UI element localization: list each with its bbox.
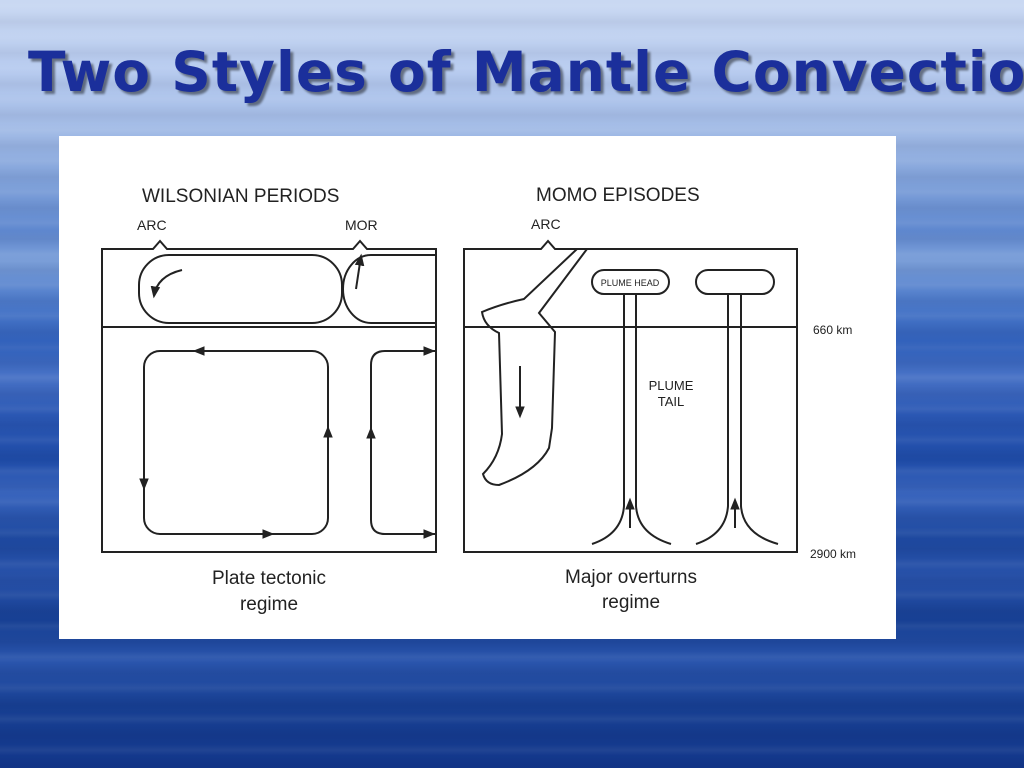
upper-cell-arrow — [150, 269, 183, 299]
depth-2900-label: 2900 km — [810, 547, 856, 561]
right-arc-label: ARC — [531, 216, 561, 232]
slide-title: Two Styles of Mantle Convection — [28, 40, 1024, 104]
convection-figure: WILSONIAN PERIODS ARC MOR Plate tectonic… — [59, 136, 896, 639]
mor-upwelling-arrow — [354, 253, 365, 290]
lower-convection-cell — [143, 350, 329, 535]
mor-label: MOR — [345, 217, 378, 233]
lower-partial-cell — [370, 350, 436, 535]
wilsonian-heading: WILSONIAN PERIODS — [142, 186, 339, 207]
upper-convection-cell — [138, 254, 343, 324]
plume-head-2 — [695, 269, 775, 295]
convection-diagram: WILSONIAN PERIODS ARC MOR Plate tectonic… — [101, 185, 856, 615]
plume-tail-2 — [695, 294, 779, 545]
momo-heading: MOMO EPISODES — [536, 185, 700, 206]
plume-head-1 — [591, 269, 670, 295]
left-arc-label: ARC — [137, 217, 167, 233]
plume-tail-label-2: TAIL — [658, 394, 685, 409]
right-caption-line1: Major overturns — [565, 567, 697, 588]
right-caption-line2: regime — [602, 592, 660, 613]
plume-head-label: PLUME HEAD — [601, 278, 660, 288]
depth-660-label: 660 km — [813, 323, 852, 337]
left-caption-line1: Plate tectonic — [212, 568, 326, 589]
plume-tail-1 — [591, 294, 672, 545]
plume-tail-label-1: PLUME — [649, 378, 694, 393]
momo-panel — [463, 239, 798, 553]
wilsonian-panel — [101, 239, 437, 553]
left-caption-line2: regime — [240, 594, 298, 615]
subducting-slab — [480, 248, 589, 487]
